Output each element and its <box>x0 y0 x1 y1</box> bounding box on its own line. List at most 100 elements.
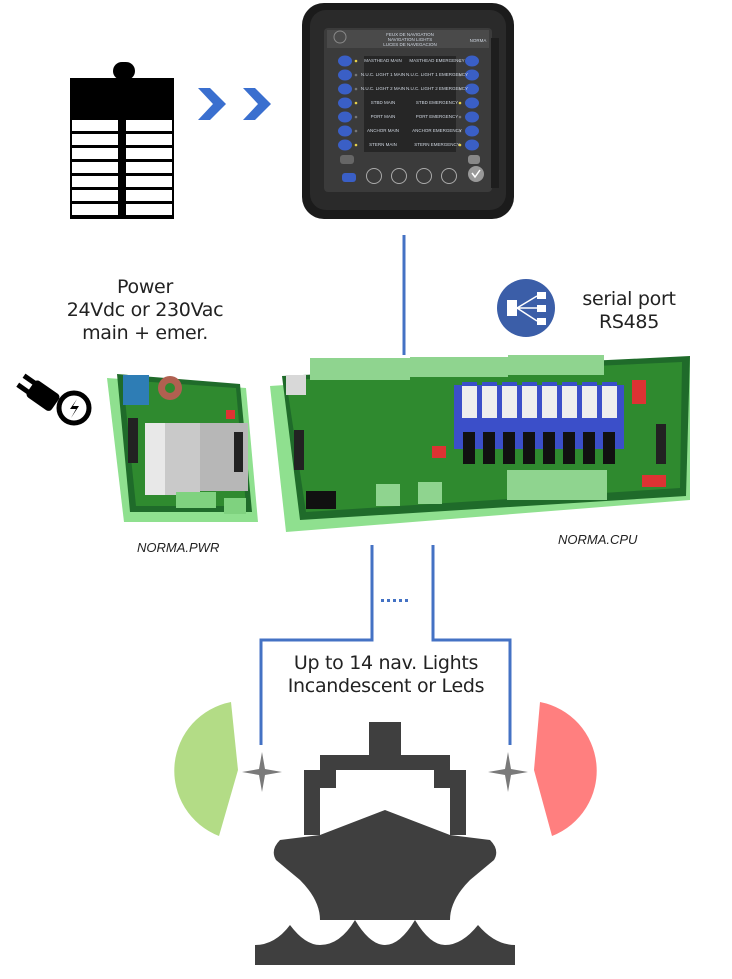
switch-slot <box>126 176 172 187</box>
status-led <box>458 59 462 63</box>
relay <box>602 382 617 418</box>
output-line-left <box>259 545 374 745</box>
power-label-line: Power <box>117 276 173 298</box>
main-switch-button <box>338 83 352 95</box>
status-led <box>458 129 462 133</box>
main-switch-button <box>338 55 352 67</box>
status-led <box>458 115 462 119</box>
main-switch-button <box>338 69 352 81</box>
red-light-sector-icon <box>534 702 597 836</box>
switch-slot <box>126 204 172 215</box>
green-light-sector-icon <box>174 702 238 836</box>
relay-top <box>522 382 537 386</box>
main-light-label: STBD MAIN <box>371 100 396 105</box>
mode-knob <box>441 168 457 184</box>
fuse-holder <box>503 432 515 464</box>
relay <box>482 382 497 418</box>
double-chevron-right-icon <box>198 88 271 120</box>
relay <box>542 382 557 418</box>
emergency-switch-button <box>465 83 479 95</box>
status-led <box>354 59 358 63</box>
emergency-light-label: STERN EMERGENCY <box>414 142 460 147</box>
main-switch-button <box>338 139 352 151</box>
switch-slot <box>72 162 118 173</box>
relay-top <box>502 382 517 386</box>
relay <box>522 382 537 418</box>
switch-panel-icon <box>70 62 174 219</box>
emergency-light-label: ANCHOR EMERGENCY <box>412 128 462 133</box>
switch-slot <box>72 134 118 145</box>
main-light-label: PORT MAIN <box>371 114 396 119</box>
cpu-module-caption: NORMA.CPU <box>558 532 638 547</box>
status-led <box>458 73 462 77</box>
emergency-switch-button <box>465 111 479 123</box>
pwr-module-caption: NORMA.PWR <box>137 540 220 555</box>
status-led <box>458 87 462 91</box>
status-led <box>354 87 358 91</box>
network-split-icon <box>497 279 555 337</box>
mode-knob <box>391 168 407 184</box>
status-led <box>354 101 358 105</box>
ship-icon <box>255 722 515 965</box>
mode-knob <box>366 168 382 184</box>
power-plug-icon <box>16 373 92 426</box>
emergency-switch-button <box>465 69 479 81</box>
fuse-holder <box>543 432 555 464</box>
power-label-line: main + emer. <box>82 322 208 344</box>
switch-slot <box>72 176 118 187</box>
fuse-holder <box>523 432 535 464</box>
main-light-label: N.U.C. LIGHT 2 MAIN <box>361 86 405 91</box>
star-lamp-icon <box>488 752 528 792</box>
relay <box>462 382 477 418</box>
emergency-light-label: PORT EMERGENCY <box>416 114 459 119</box>
status-led <box>354 115 358 119</box>
display-header-line: FEUX DE NAVIGATION <box>386 32 434 37</box>
power-label: Power 24Vdc or 230Vac main + emer. <box>40 276 250 345</box>
switch-slot <box>126 190 172 201</box>
outputs-label-line: Up to 14 nav. Lights <box>293 652 479 674</box>
relay-top <box>582 382 597 386</box>
emergency-light-label: MASTHEAD EMERGENCY <box>409 58 464 63</box>
fuse-holder <box>603 432 615 464</box>
display-brand: NORMA <box>470 38 487 43</box>
display-header-line: LUCES DE NAVEGACION <box>383 42 436 47</box>
fuse-holder <box>483 432 495 464</box>
relay <box>502 382 517 418</box>
serial-label-line: RS485 <box>598 311 660 333</box>
switch-slot <box>126 134 172 145</box>
star-lamp-icon <box>242 752 282 792</box>
switch-slot <box>126 148 172 159</box>
switch-slot <box>126 120 172 131</box>
outputs-label-line: Incandescent or Leds <box>287 675 485 697</box>
main-switch-button <box>338 111 352 123</box>
emergency-light-label: STBD EMERGENCY <box>416 100 458 105</box>
relay-top <box>562 382 577 386</box>
main-light-label: ANCHOR MAIN <box>367 128 399 133</box>
serial-label-line: serial port <box>582 288 676 310</box>
emergency-switch-button <box>465 97 479 109</box>
main-switch-button <box>338 125 352 137</box>
cpu-module <box>270 355 690 532</box>
relay-top <box>482 382 497 386</box>
emergency-light-label: N.U.C. LIGHT 2 EMERGENCY <box>406 86 468 91</box>
emergency-switch-button <box>465 55 479 67</box>
emergency-light-label: N.U.C. LIGHT 1 EMERGENCY <box>406 72 468 77</box>
switch-slot <box>72 204 118 215</box>
serial-label: serial port RS485 <box>574 288 684 334</box>
fuse-holder <box>583 432 595 464</box>
status-led <box>354 143 358 147</box>
status-led <box>354 129 358 133</box>
main-light-label: STERN MAIN <box>369 142 397 147</box>
relay <box>582 382 597 418</box>
status-led <box>458 101 462 105</box>
main-switch-button <box>338 97 352 109</box>
power-module <box>107 374 258 522</box>
ellipsis-dots <box>381 599 408 602</box>
relay-top <box>542 382 557 386</box>
relay-top <box>602 382 617 386</box>
status-led <box>354 73 358 77</box>
fuse-holder <box>563 432 575 464</box>
switch-slot <box>126 162 172 173</box>
